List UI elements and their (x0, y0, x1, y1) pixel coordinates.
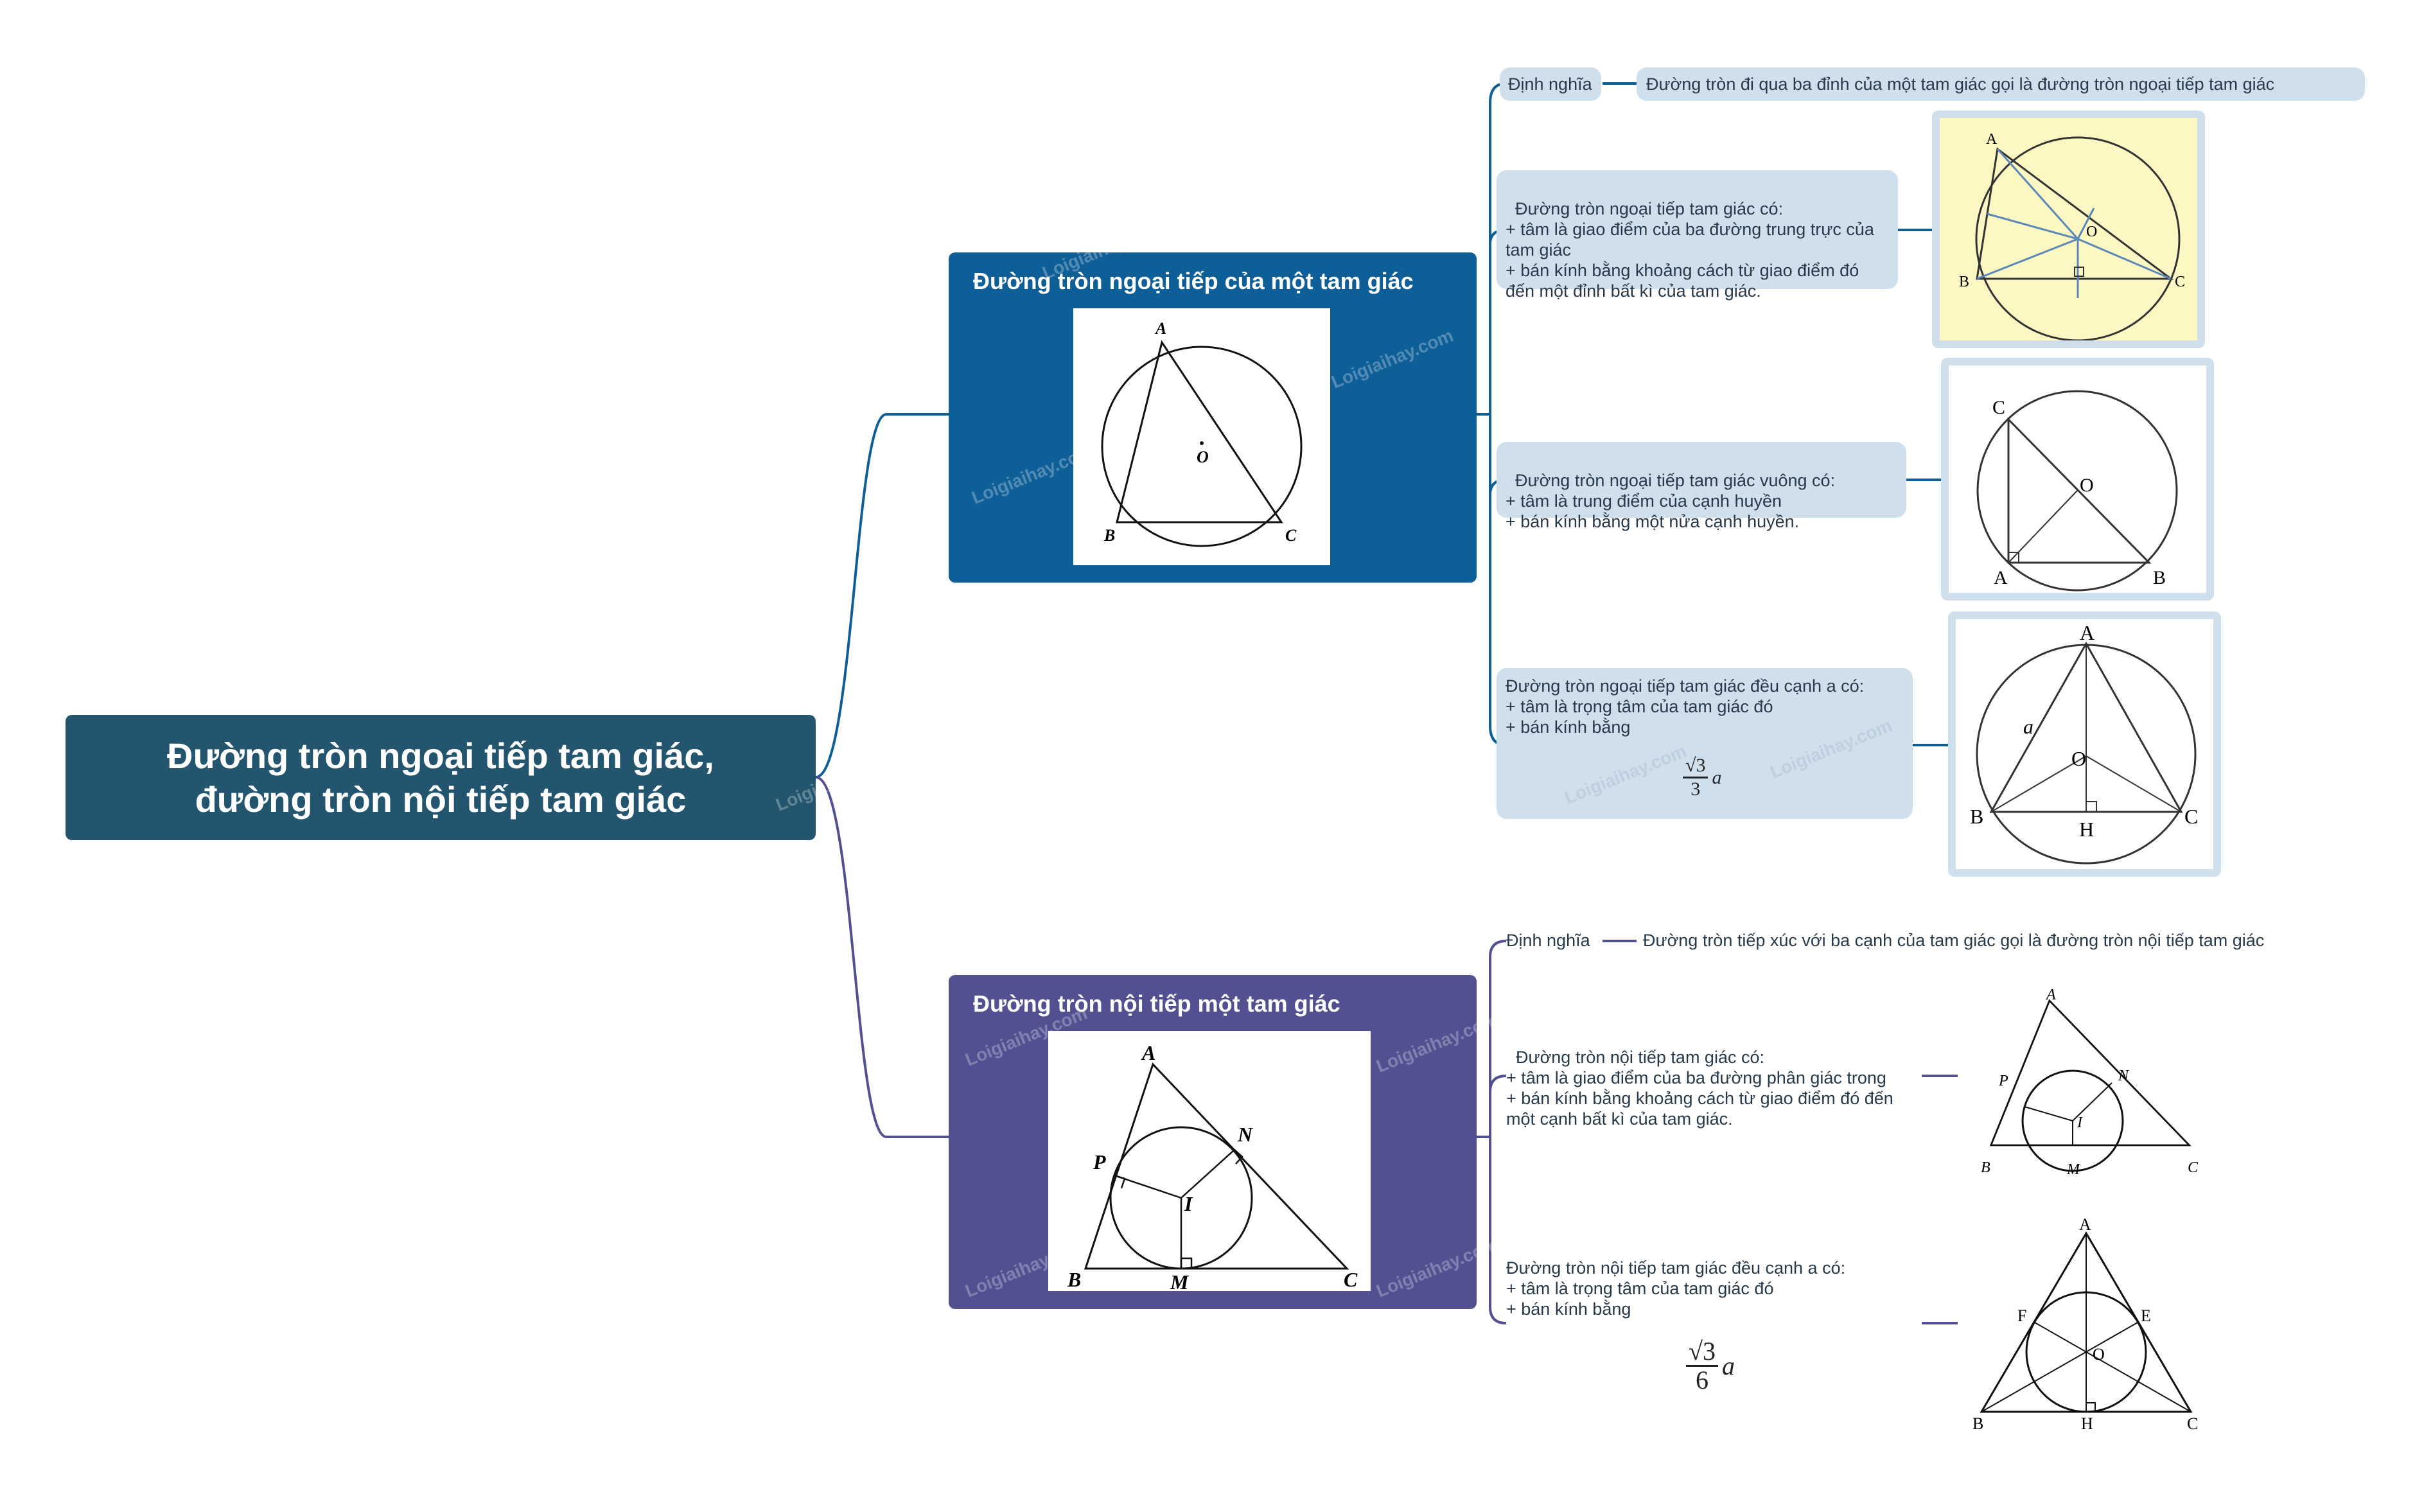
label-b: B (1959, 274, 1969, 290)
root-title-line2: đường tròn nội tiếp tam giác (195, 778, 687, 820)
branch-circumcircle-title: Đường tròn ngoại tiếp của một tam giác (973, 268, 1414, 294)
label-b: B (1981, 1159, 1990, 1176)
label-a: A (2045, 987, 2056, 1003)
incircle-equilateral-text: Đường tròn nội tiếp tam giác đều cạnh a … (1506, 1258, 1846, 1319)
formula-den: 6 (1695, 1366, 1708, 1394)
incircle-equilateral-figure: A B C O H E F (1969, 1211, 2213, 1442)
label-a: A (1141, 1041, 1155, 1064)
label-side: a (2023, 715, 2033, 738)
label-a: A (1986, 131, 1998, 148)
label-f: F (2017, 1306, 2026, 1325)
incircle-definition-label-text: Định nghĩa (1506, 931, 1590, 950)
circum-general-text: Đường tròn ngoại tiếp tam giác có: + tâm… (1506, 199, 1874, 301)
incircle-definition-text-content: Đường tròn tiếp xúc với ba cạnh của tam … (1643, 931, 2265, 950)
label-c: C (1285, 526, 1297, 545)
branch-incircle-title: Đường tròn nội tiếp một tam giác (973, 990, 1340, 1017)
label-m: M (2066, 1161, 2081, 1178)
label-n: N (1237, 1123, 1254, 1146)
label-e: E (2141, 1306, 2151, 1325)
label-b: B (1067, 1268, 1081, 1291)
link-root-branch1 (815, 413, 949, 778)
watermark: Loigiaihay.com (1328, 325, 1457, 392)
label-c: C (2184, 805, 2198, 828)
label-c: C (2188, 1159, 2199, 1176)
label-p: P (1093, 1150, 1106, 1174)
watermark: Loigiaihay.com (1561, 741, 1690, 808)
circum-right-figure: C A B O (1941, 358, 2214, 601)
label-p: P (1998, 1073, 2008, 1089)
label-a: A (1154, 319, 1166, 338)
circum-definition-label[interactable]: Định nghĩa (1500, 67, 1601, 101)
incircle-general-text: Đường tròn nội tiếp tam giác có: + tâm l… (1506, 1048, 1893, 1129)
incircle-general-node[interactable]: Đường tròn nội tiếp tam giác có: + tâm l… (1506, 1026, 1917, 1129)
circum-equilateral-text: Đường tròn ngoại tiếp tam giác đều cạnh … (1506, 676, 1865, 737)
formula-num: √3 (1683, 755, 1708, 778)
circum-definition-text-content: Đường tròn đi qua ba đỉnh của một tam gi… (1646, 75, 2275, 94)
label-i: I (2077, 1114, 2083, 1131)
label-o: O (2071, 747, 2086, 770)
label-i: I (1184, 1192, 1193, 1215)
label-b: B (2153, 567, 2166, 588)
label-a: A (1994, 567, 2008, 588)
circumcircle-figure: A B C O (1073, 308, 1330, 565)
incircle-equilateral-node[interactable]: Đường tròn nội tiếp tam giác đều cạnh a … (1506, 1258, 1917, 1405)
label-m: M (1170, 1270, 1190, 1291)
circum-definition-label-text: Định nghĩa (1508, 75, 1592, 94)
circum-right-node[interactable]: Đường tròn ngoại tiếp tam giác vuông có:… (1497, 442, 1906, 531)
incircle-definition-text[interactable]: Đường tròn tiếp xúc với ba cạnh của tam … (1643, 930, 2264, 951)
incircle-figure: A B C I M N P (1048, 1031, 1371, 1294)
label-b: B (1103, 526, 1115, 545)
label-c: C (2187, 1414, 2198, 1433)
branch-circumcircle[interactable]: Đường tròn ngoại tiếp của một tam giác A… (949, 216, 1477, 583)
label-o: O (1197, 448, 1209, 466)
label-c: C (1344, 1268, 1358, 1291)
circum-equilateral-figure: A B C O H a (1948, 611, 2221, 877)
branch-incircle[interactable]: Đường tròn nội tiếp một tam giác A B C I… (949, 975, 1501, 1309)
incircle-definition-label[interactable]: Định nghĩa (1506, 930, 1590, 951)
link-root-branch2 (815, 776, 949, 1138)
link-branch2-children (1489, 940, 1507, 1324)
label-o: O (2093, 1345, 2105, 1364)
label-o: O (2080, 475, 2094, 496)
circum-right-text: Đường tròn ngoại tiếp tam giác vuông có:… (1506, 471, 1836, 531)
label-a: A (2080, 621, 2095, 644)
label-b: B (1970, 805, 1983, 828)
label-o: O (2086, 224, 2097, 240)
root-title-line1: Đường tròn ngoại tiếp tam giác, (167, 735, 714, 776)
formula-var: a (1721, 1351, 1735, 1380)
incircle-general-figure: A B C I M N P (1972, 983, 2203, 1182)
circum-general-figure: A B C O (1932, 110, 2205, 348)
root-topic[interactable]: Đường tròn ngoại tiếp tam giác, đường tr… (66, 715, 900, 840)
circum-general-node[interactable]: Đường tròn ngoại tiếp tam giác có: + tâm… (1497, 170, 1898, 301)
label-a: A (2079, 1215, 2091, 1234)
formula-var: a (1712, 766, 1722, 788)
label-b: B (1972, 1414, 1983, 1433)
formula-den: 3 (1691, 778, 1701, 800)
formula-num: √3 (1686, 1338, 1718, 1367)
label-h: H (2081, 1414, 2093, 1433)
circum-equilateral-node[interactable]: Đường tròn ngoại tiếp tam giác đều cạnh … (1497, 668, 1913, 819)
label-c: C (1992, 397, 2005, 418)
label-h: H (2079, 818, 2094, 841)
circum-definition-text[interactable]: Đường tròn đi qua ba đỉnh của một tam gi… (1637, 67, 2365, 101)
label-c: C (2175, 274, 2185, 290)
label-n: N (2118, 1068, 2130, 1084)
